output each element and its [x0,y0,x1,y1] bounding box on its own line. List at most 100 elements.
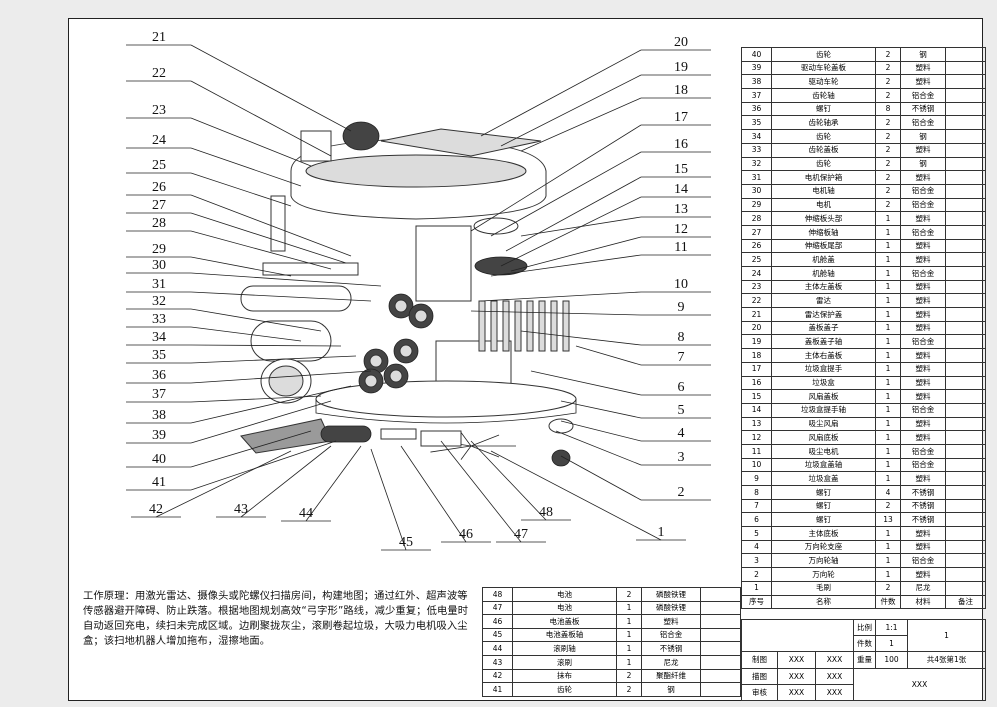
part-name: 垃圾盒提手轴 [771,402,876,418]
callout-leader [240,445,332,518]
part-no: 31 [741,170,772,185]
callout-leader [190,172,292,207]
callout-leader [190,256,292,277]
part-no: 1 [741,580,772,596]
telescopic-plate-shape [262,262,359,276]
callout-leader [370,448,407,551]
part-qty: 1 [875,402,901,418]
part-name: 齿轮盖板 [771,142,876,158]
callout-number: 19 [674,60,688,75]
part-note [945,416,986,432]
part-name: 毛刷 [771,580,876,596]
callout-leader [505,176,642,252]
drafted-date: XXX [814,667,855,685]
part-note [700,668,741,684]
part-material: 铝合金 [900,443,946,459]
part-qty: 1 [616,654,642,670]
part-note [945,389,986,404]
callout-leader [440,440,522,543]
part-material: 聚酯纤维 [641,668,701,684]
part-note [945,567,986,582]
part-qty: 2 [875,156,901,172]
battery-cover-shape [380,428,417,440]
shaft-shape [550,300,558,352]
part-name: 电机 [771,197,876,213]
caster-wheel-shape [551,449,571,467]
part-qty: 2 [875,580,901,596]
callout-leader [190,308,322,332]
callout-leader [305,445,362,522]
callout-number: 46 [459,527,473,542]
part-material: 塑料 [900,238,946,254]
callout-number: 12 [674,222,688,237]
part-qty: 1 [616,641,642,656]
part-material: 铝合金 [900,553,946,569]
callout-leader [560,420,642,442]
part-name: 机舱盖 [771,252,876,267]
part-material: 塑料 [900,74,946,90]
callout-leader [190,272,382,287]
part-no: 25 [741,252,772,267]
callout-leader [190,80,332,157]
callout-leader [190,194,352,257]
part-note [945,74,986,90]
part-no: 29 [741,197,772,213]
part-note [945,457,986,473]
callout-number: 4 [678,426,685,441]
scale-value: 1:1 [875,618,909,637]
drafted-label: 描图 [741,667,778,685]
part-note [945,375,986,391]
part-no: 23 [741,279,772,295]
part-material: 塑料 [900,170,946,185]
part-no: 11 [741,443,772,459]
part-material: 钢 [900,47,946,62]
part-note [945,293,986,309]
callout-number: 48 [539,505,553,520]
part-material: 不锈钢 [900,498,946,514]
callout-number: 14 [674,182,688,197]
callout-number: 8 [678,330,685,345]
part-name: 伸缩板轴 [771,224,876,240]
part-note [945,485,986,500]
callout-number: 43 [234,502,248,517]
left-cover-shape [270,195,286,252]
callout-leader [575,345,642,366]
radar-cover-shape [380,128,542,157]
part-qty: 1 [875,293,901,309]
part-material: 塑料 [900,348,946,363]
header-cell: 备注 [945,594,986,610]
part-qty: 2 [616,668,642,684]
callout-leader [560,400,642,419]
part-note [945,142,986,158]
callout-number: 40 [152,452,166,467]
part-no: 14 [741,402,772,418]
drive-wheel-hub [268,365,304,397]
callout-leader [490,254,642,277]
shaft-shape [562,300,570,352]
part-note [945,224,986,240]
callout-number: 22 [152,66,166,81]
part-name: 主体底板 [771,526,876,541]
part-material: 不锈钢 [900,101,946,117]
header-cell: 材料 [900,594,946,610]
checked-date: XXX [814,683,855,702]
callout-leader [190,230,332,270]
callout-leader [190,400,332,444]
part-no: 40 [741,47,772,62]
part-no: 9 [741,471,772,486]
callout-leader [190,440,337,491]
checked-label: 审核 [741,683,778,702]
callout-leader [520,216,642,237]
callout-number: 33 [152,312,166,327]
part-no: 34 [741,129,772,144]
part-material: 铝合金 [900,197,946,213]
